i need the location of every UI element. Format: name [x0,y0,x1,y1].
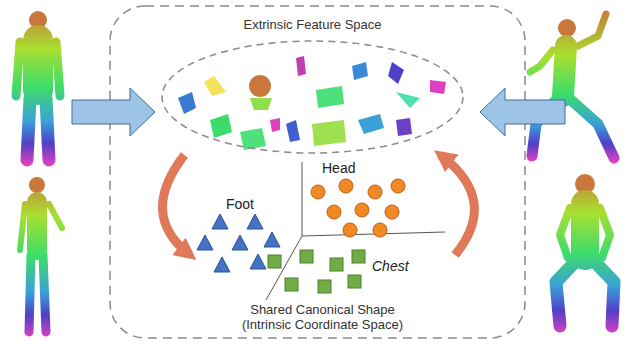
ellipse-outline [160,15,465,155]
space-heading: Extrinsic Feature Space [243,15,381,35]
outer-dashed-frame [110,6,525,338]
triangle-marker [264,232,280,247]
triangle-marker [214,257,230,272]
circle-marker [327,205,341,219]
patch [178,92,196,114]
human-figure [556,174,614,326]
human-figure [530,14,614,158]
square-marker [300,250,313,263]
feature-space-ellipse: Extrinsic Feature Space [160,15,465,155]
circle-marker [391,179,405,193]
patch [249,75,271,97]
triangle-marker [212,214,228,229]
circle-marker [343,223,357,237]
patch [396,92,420,108]
patch [316,86,344,108]
circle-marker [339,179,353,193]
circle-marker [373,223,387,237]
input-arrow [480,88,565,136]
surface-patches [178,56,446,150]
circle-marker [368,185,382,199]
human-figure [16,11,60,160]
circle-marker [311,185,325,199]
patch [312,120,346,146]
triangle-marker [247,214,263,229]
square-marker [330,258,343,271]
cluster-label: Foot [226,196,254,212]
space-caption: Shared Canonical Shape (Intrinsic Coordi… [230,300,415,335]
cluster-label: Chest [372,258,409,274]
chest-cluster [268,250,365,293]
patch [240,128,266,150]
curved-arrow [163,155,190,255]
patch [210,114,232,138]
patch [204,76,226,96]
head-cluster [311,179,405,237]
patch [270,118,280,132]
patch [388,62,404,84]
square-marker [348,275,361,288]
square-marker [285,278,298,291]
axes [266,162,445,300]
patch [352,62,368,80]
circle-marker [385,205,399,219]
patch [358,114,384,134]
cluster-label: Head [322,160,355,176]
square-marker [318,280,331,293]
circle-marker [355,203,369,217]
patch [286,120,300,142]
triangle-marker [232,235,248,250]
dashed-ellipse [162,41,463,153]
square-marker [352,250,365,263]
foot-cluster [197,214,280,272]
input-arrow [72,88,155,136]
triangle-marker [250,254,266,269]
patch [296,56,306,76]
patch [396,118,412,136]
human-figure [20,177,62,332]
curved-arrow [441,155,475,255]
triangle-marker [197,235,213,250]
patch [250,98,272,110]
patch [430,80,446,94]
square-marker [268,255,281,268]
